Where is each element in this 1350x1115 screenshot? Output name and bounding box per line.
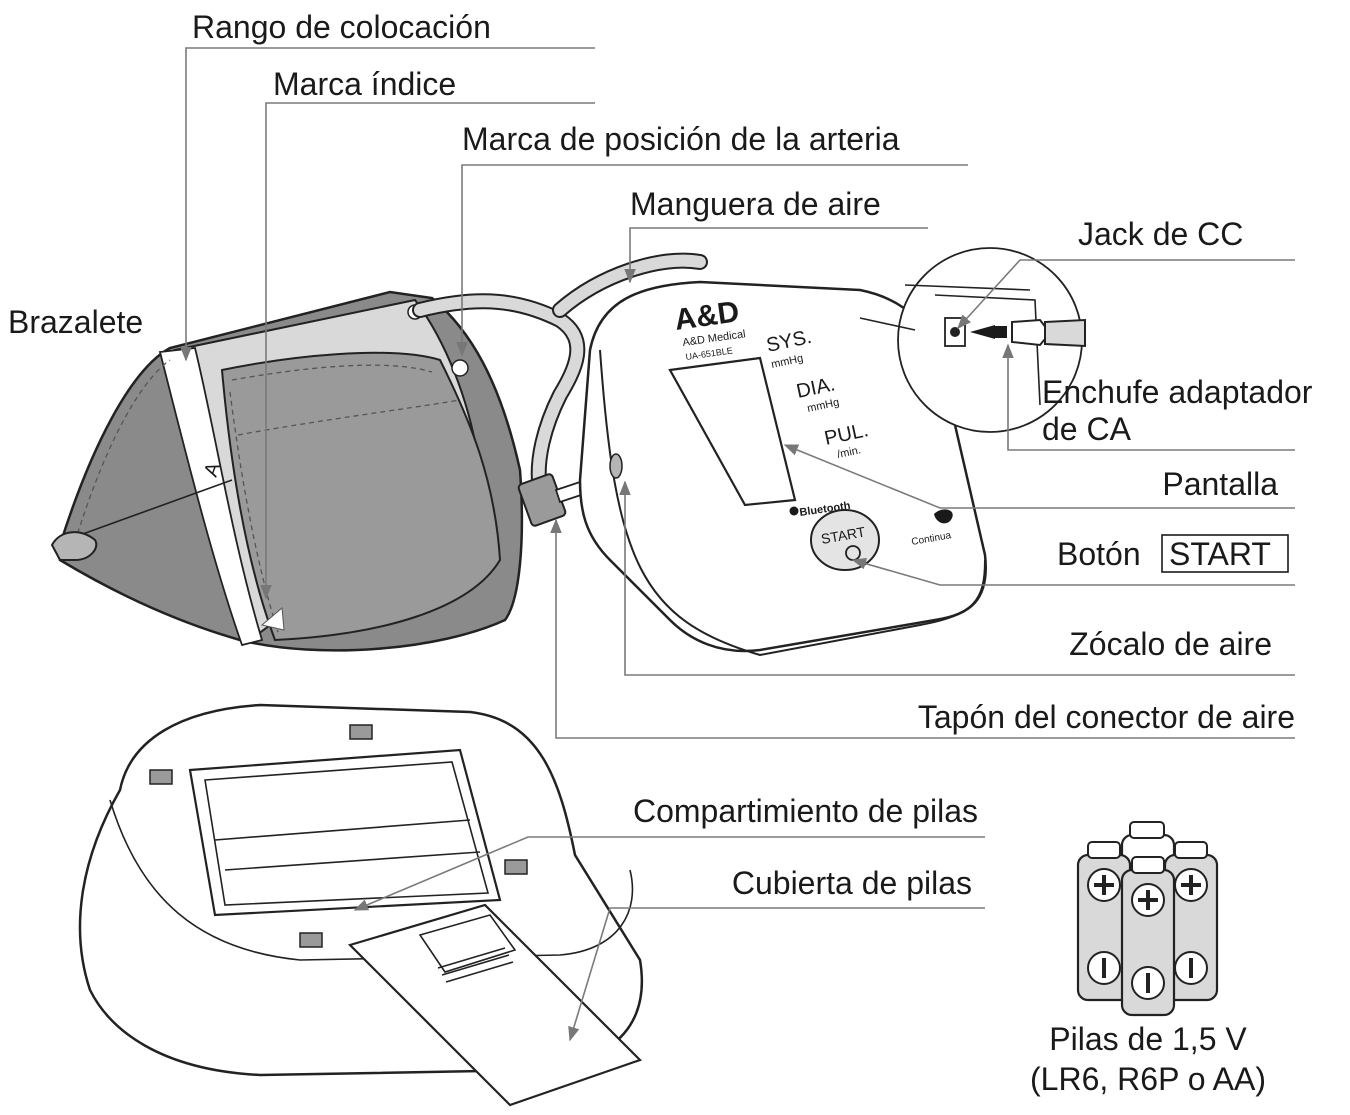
start-button-text: START (820, 523, 867, 547)
label-air-hose: Manguera de aire (630, 186, 881, 222)
bluetooth-icon (789, 506, 799, 516)
label-battery-cover: Cubierta de pilas (732, 865, 972, 901)
cuff-illustration: A (50, 290, 524, 652)
base-unit-illustration (78, 703, 644, 1107)
label-air-socket: Zócalo de aire (1069, 626, 1272, 662)
label-batteries-2: (LR6, R6P o AA) (1030, 1061, 1266, 1097)
label-battery-compartment: Compartimiento de pilas (633, 793, 978, 829)
batteries-illustration (1076, 821, 1219, 1017)
label-air-connector-plug: Tapón del conector de aire (918, 699, 1295, 735)
dc-jack-inset (859, 247, 1086, 433)
start-button[interactable] (810, 509, 880, 571)
label-start-boxed: START (1169, 536, 1271, 572)
label-index-mark: Marca índice (273, 66, 456, 102)
label-artery-mark: Marca de posición de la arteria (462, 121, 900, 157)
label-start-prefix: Botón (1057, 536, 1141, 572)
label-ac-plug-1: Enchufe adaptador (1042, 374, 1313, 410)
label-display: Pantalla (1162, 466, 1278, 502)
label-ac-plug-2: de CA (1042, 411, 1132, 447)
leader-lines (180, 47, 1295, 1042)
labels: Rango de colocación Marca índice Marca d… (8, 9, 1313, 1097)
air-hose (412, 252, 708, 498)
label-dc-jack: Jack de CC (1078, 216, 1243, 252)
start-label-box (1161, 534, 1289, 573)
monitor-illustration: A&D A&D Medical UA-651BLE SYS. mmHg DIA.… (578, 280, 988, 657)
label-cuff: Brazalete (8, 304, 143, 340)
pul-unit: /min. (836, 444, 862, 461)
label-batteries-1: Pilas de 1,5 V (1049, 1021, 1247, 1057)
continua-logo-icon (934, 509, 953, 524)
label-fitting-range: Rango de colocación (192, 9, 491, 45)
